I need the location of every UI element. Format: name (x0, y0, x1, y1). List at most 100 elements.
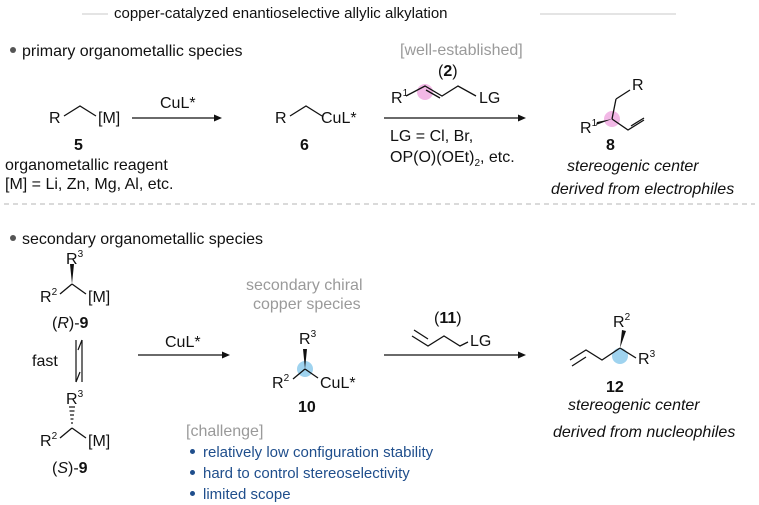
s9-R2-sup: 2 (51, 431, 58, 442)
challenge-item: hard to control stereoselectivity (190, 466, 410, 481)
electrophile-2-R1: R1 (391, 88, 409, 107)
r9-label-num: 9 (79, 315, 89, 332)
s9-label-num: 9 (78, 460, 88, 477)
section1-bullet (10, 47, 16, 53)
arrow-3-head (222, 351, 230, 359)
challenge-bullet (190, 491, 195, 496)
challenge-title: [challenge] (186, 423, 264, 440)
r9-label: (R)-9 (52, 316, 88, 332)
s9-label-stereo: S (57, 460, 68, 477)
product-8-R: R (632, 77, 644, 94)
challenge-item: limited scope (190, 487, 291, 502)
r9-R3: R3 (66, 250, 83, 268)
r9-label-pre: ( (52, 315, 58, 332)
catalyst-1: CuL* (160, 95, 196, 112)
equilibrium-arrow-up-head (77, 339, 83, 351)
s9-R2-text: R (40, 433, 52, 450)
product-12-R2-text: R (613, 314, 625, 331)
arrow-2-head (518, 114, 526, 122)
species-10-number: 10 (298, 399, 316, 416)
challenge-item-text: limited scope (203, 486, 291, 503)
equilibrium-label: fast (32, 353, 58, 370)
product-12-chain (569, 347, 621, 361)
reagent-5-M: [M] (98, 110, 121, 127)
challenge-item-text: relatively low configuration stability (203, 444, 434, 461)
scheme-title: copper-catalyzed enantioselective allyli… (114, 5, 448, 22)
section2-bullet (10, 235, 16, 241)
product-12-number: 12 (606, 379, 624, 396)
product-12-R2-sup: 2 (624, 312, 631, 323)
product-12-bond-R3 (619, 347, 637, 359)
electrophile-2-number: (2) (438, 63, 458, 80)
allyl-11-bonds (411, 335, 469, 347)
s9-hash-wedge (69, 406, 75, 424)
s9-R3-text: R (66, 391, 78, 408)
s9-R3-sup: 3 (77, 389, 84, 400)
species-10-R2-text: R (272, 375, 284, 392)
reagent-5-metals: [M] = Li, Zn, Mg, Al, etc. (5, 176, 174, 193)
caption-8-line2: derived from electrophiles (551, 181, 735, 198)
s9-R3: R3 (66, 389, 84, 408)
species-10-R3-sup: 3 (310, 329, 317, 340)
r9-bond-M (71, 283, 87, 295)
allyl-11-LG: LG (470, 333, 492, 350)
r9-R2: R2 (40, 288, 57, 306)
lg-definition-line1: LG = Cl, Br, (390, 128, 474, 145)
s9-R2: R2 (40, 431, 58, 450)
electrophile-2-bonds (405, 85, 477, 97)
product-12-double (571, 356, 587, 367)
electrophile-2-R-sup: 1 (402, 88, 409, 99)
r9-wedge (70, 264, 74, 284)
catalyst-2: CuL* (165, 334, 201, 351)
arrow-4-head (518, 351, 526, 359)
species-10-Cu: CuL* (320, 375, 356, 392)
product-12-R2: R2 (613, 312, 631, 331)
product-8-R1-sup: 1 (591, 118, 598, 129)
challenge-bullet (190, 449, 195, 454)
allyl-11-number: (11) (434, 310, 462, 327)
product-12-R3: R3 (638, 349, 656, 368)
reagent-5-number: 5 (74, 137, 83, 154)
species-10-R2-sup: 2 (283, 373, 290, 384)
electrophile-2-number-text: 2 (443, 63, 453, 80)
product-8-number: 8 (606, 137, 615, 154)
reagent-5-R: R (49, 110, 61, 127)
arrow-1-head (214, 114, 222, 122)
product-8-bond-R (615, 89, 631, 100)
section1-heading: primary organometallic species (10, 44, 243, 60)
organocopper-6-number: 6 (300, 137, 309, 154)
section2-heading: secondary organometallic species (10, 232, 263, 248)
section1-heading-text: primary organometallic species (22, 43, 243, 60)
species-10-bond-R2 (292, 368, 306, 380)
lg-line2-sub: 2 (474, 158, 480, 169)
allyl-11-double (413, 329, 429, 340)
reagent-5-label: organometallic reagent (5, 157, 168, 174)
product-12-R3-sup: 3 (649, 349, 656, 360)
product-8-bond-up (611, 98, 617, 120)
s9-label-mid: )- (68, 460, 79, 477)
caption-12-line1: stereogenic center (568, 397, 700, 414)
s9-label: (S)-9 (52, 461, 88, 477)
electrophile-2-LG: LG (479, 90, 501, 107)
product-8-vinyl-double (630, 117, 645, 127)
species-10-R3-text: R (299, 331, 311, 348)
section2-heading-text: secondary organometallic species (22, 231, 264, 248)
reagent-5-bonds (63, 105, 97, 117)
caption-8-line1: stereogenic center (567, 158, 699, 175)
lg-line2-a: OP(O)(OEt) (390, 149, 475, 166)
challenge-item: relatively low configuration stability (190, 445, 433, 460)
species-10-R2: R2 (272, 373, 290, 392)
r9-bond-R2 (59, 283, 73, 295)
organocopper-6-R: R (275, 110, 287, 127)
electrophile-double-bond (425, 89, 441, 99)
species-10-wedge (303, 349, 307, 369)
cu-note-line1: secondary chiral (246, 277, 363, 294)
r9-M: [M] (88, 289, 111, 306)
lg-definition-line2: OP(O)(OEt)2, etc. (390, 149, 515, 169)
product-8-vinyl (611, 118, 645, 131)
species-10-bond-Cu (304, 368, 319, 379)
s9-bond-R2 (59, 427, 73, 439)
caption-12-line2: derived from nucleophiles (553, 424, 736, 441)
organocopper-6-Cu: CuL* (321, 110, 357, 127)
